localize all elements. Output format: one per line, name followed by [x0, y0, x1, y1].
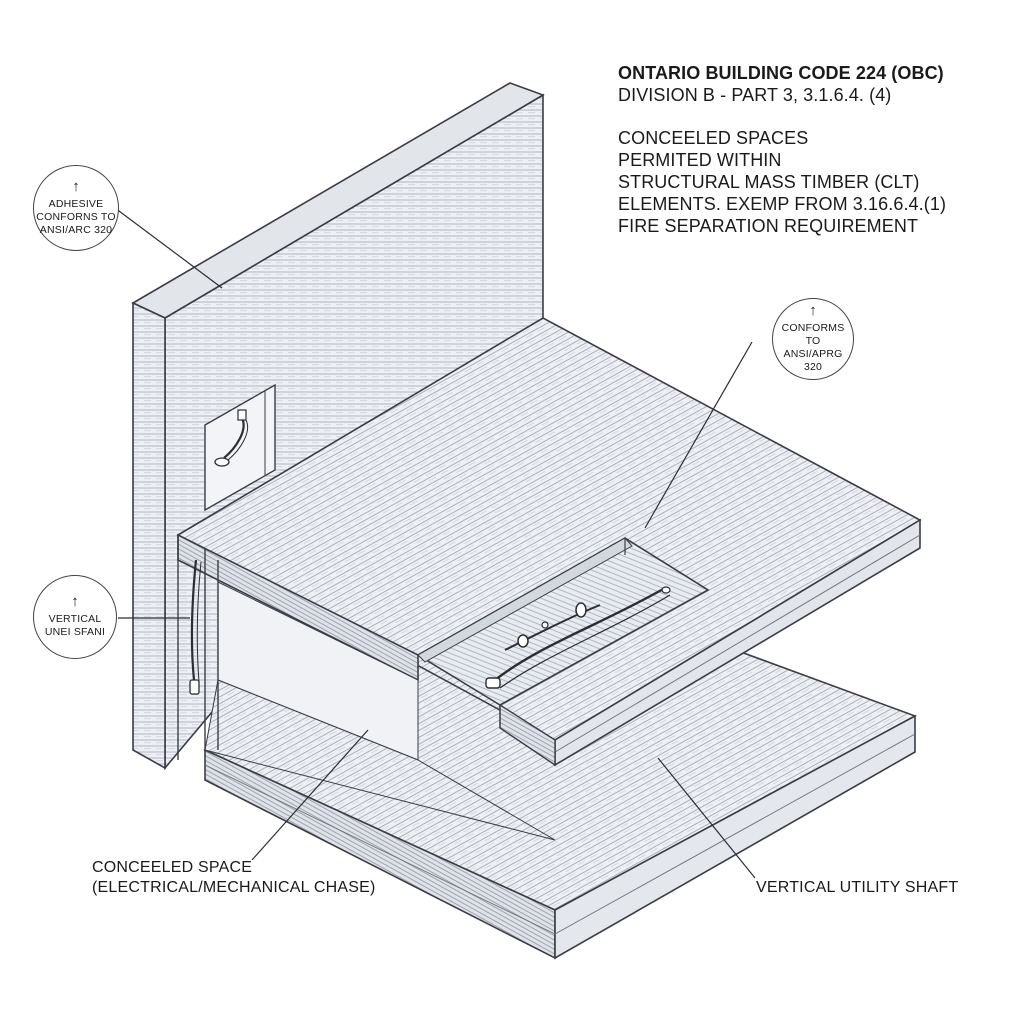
code-note-line-3: STRUCTURAL MASS TIMBER (CLT) — [618, 172, 920, 192]
concealed-chase — [177, 535, 556, 841]
wall-side-edge — [132, 301, 166, 770]
label-vertical-utility-shaft: VERTICAL UTILITY SHAFT — [756, 879, 959, 896]
callout-adhesive: ↑ ADHESIVE CONFORNS TO ANSI/ARC 320 — [33, 165, 119, 251]
leader-conforms — [644, 341, 753, 529]
callout-conforms-line2: ANSI/APRG 320 — [783, 348, 843, 373]
callout-adhesive-line1: ADHESIVE — [48, 197, 104, 210]
code-note-line-1: CONCEELED SPACES — [618, 128, 809, 148]
leader-shaft — [657, 757, 756, 879]
callout-conforms: ↑ CONFORMS TO ANSI/APRG 320 — [772, 298, 854, 380]
label-concealed-line2: (ELECTRICAL/MECHANICAL CHASE) — [92, 879, 376, 896]
up-arrow-icon: ↑ — [809, 302, 817, 319]
bottom-slab-right-edge — [554, 714, 916, 960]
upper-slab — [176, 317, 922, 767]
callout-vertical: ↑ VERTICAL UNEI SFANI — [33, 575, 117, 659]
code-division: DIVISION B - PART 3, 3.1.6.4. (4) — [618, 85, 892, 105]
leader-lines — [114, 207, 756, 879]
callout-adhesive-line3: ANSI/ARC 320 — [39, 223, 113, 236]
callout-conforms-line1: CONFORMS TO — [781, 322, 845, 347]
chase-floor — [204, 679, 556, 841]
code-note-line-4: ELEMENTS. EXEMP FROM 3.16.6.4.(1) — [618, 194, 947, 214]
code-note-line-2: PERMITED WITHIN — [618, 150, 782, 170]
code-note-line-5: FIRE SEPARATION REQUIREMENT — [618, 216, 919, 236]
callout-vertical-line2: UNEI SFANI — [44, 626, 106, 638]
leader-adhesive — [114, 207, 223, 289]
leader-concealed — [251, 729, 369, 861]
code-reference-block: ONTARIO BUILDING CODE 224 (OBC) DIVISION… — [618, 62, 998, 237]
code-title: ONTARIO BUILDING CODE 224 (OBC) — [618, 63, 944, 83]
label-concealed-line1: CONCEELED SPACE — [92, 859, 253, 876]
label-concealed-space: CONCEELED SPACE (ELECTRICAL/MECHANICAL C… — [92, 858, 375, 898]
up-arrow-icon: ↑ — [72, 177, 80, 195]
callout-adhesive-line2: CONFORNS TO — [36, 210, 116, 223]
callout-vertical-line1: VERTICAL — [48, 613, 102, 625]
up-arrow-icon: ↑ — [71, 593, 79, 610]
